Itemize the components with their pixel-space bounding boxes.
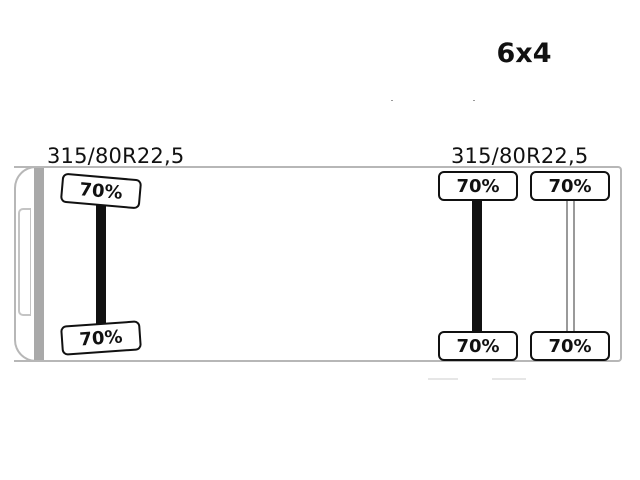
axle-configuration: 6x4 [496, 38, 552, 69]
rear-axle-1-shaft [472, 200, 482, 332]
truck-chassis-outline [14, 166, 622, 362]
cab-windshield [18, 208, 31, 316]
cab-front-band [34, 168, 44, 360]
faint-mark [492, 378, 526, 380]
faint-mark [428, 378, 458, 380]
marker-tick [473, 100, 475, 101]
rear-axle-1-right-tire[interactable]: 70% [438, 331, 518, 361]
front-axle-shaft [96, 204, 106, 326]
rear-axle-2-shaft [566, 200, 575, 332]
marker-tick [391, 100, 393, 101]
rear-tire-size: 315/80R22,5 [451, 144, 589, 168]
front-right-tire[interactable]: 70% [60, 320, 142, 356]
rear-axle-1-left-tire[interactable]: 70% [438, 171, 518, 201]
rear-axle-2-left-tire[interactable]: 70% [530, 171, 610, 201]
rear-axle-2-right-tire[interactable]: 70% [530, 331, 610, 361]
front-tire-size: 315/80R22,5 [47, 144, 185, 168]
